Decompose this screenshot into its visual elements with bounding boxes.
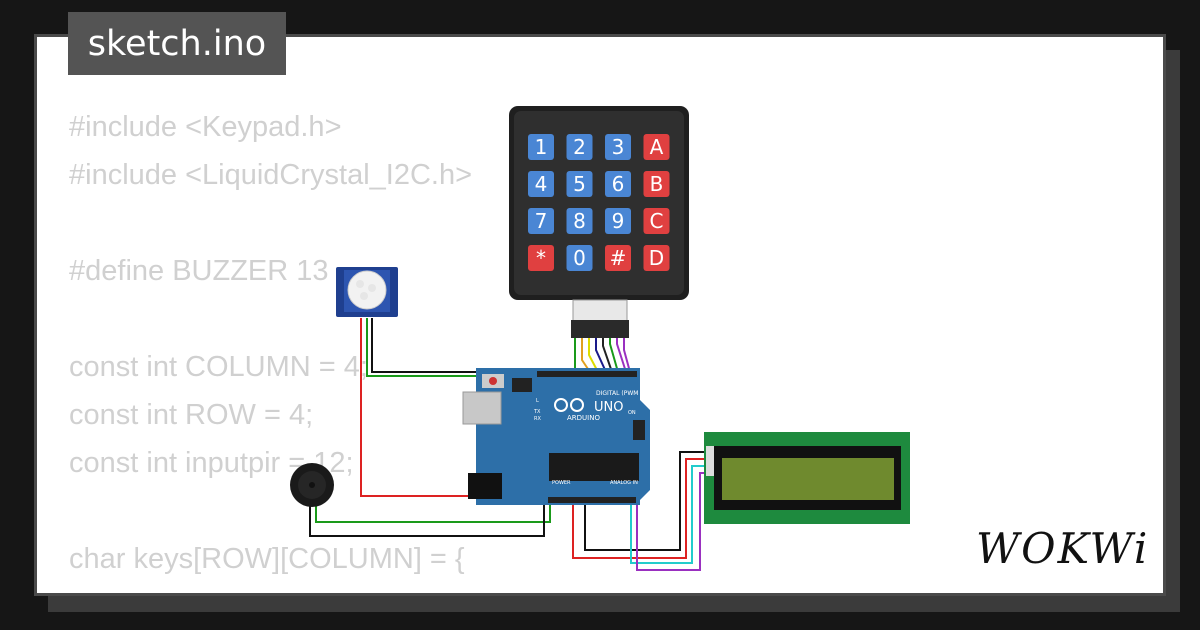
keypad-key-3: 3 <box>605 134 631 160</box>
wire-keypad-5 <box>602 338 613 373</box>
keypad-key-B: B <box>643 171 670 197</box>
wire-keypad-8 <box>623 338 631 373</box>
keypad-key-0: 0 <box>566 245 593 271</box>
svg-text:6: 6 <box>612 172 625 196</box>
svg-text:1: 1 <box>535 135 548 159</box>
sketch-title: sketch.ino <box>68 12 286 75</box>
keypad-key-C: C <box>643 208 670 234</box>
arduino-brand: ARDUINO <box>567 414 600 422</box>
arduino-infinity-icon <box>554 398 584 412</box>
rx-label: RX <box>534 416 541 422</box>
digital-label: DIGITAL (PWM ~) <box>596 390 648 397</box>
keypad-key-4: 4 <box>528 171 554 197</box>
wire-pir-green <box>366 318 492 377</box>
keypad-key-9: 9 <box>605 208 631 234</box>
lcd-display <box>704 432 910 524</box>
svg-text:8: 8 <box>573 209 586 233</box>
arduino-uno: DIGITAL (PWM ~) UNO ARDUINO POWER ANALOG… <box>462 368 650 505</box>
wire-keypad-4 <box>595 338 607 373</box>
keypad-key-A: A <box>643 134 670 160</box>
svg-text:9: 9 <box>612 209 625 233</box>
l-label: L <box>536 398 539 404</box>
svg-text:#: # <box>610 246 627 270</box>
wire-keypad-6 <box>609 338 619 373</box>
keypad-key-#: # <box>605 245 631 271</box>
power-label: POWER <box>552 480 571 486</box>
tx-label: TX <box>533 409 541 415</box>
svg-text:2: 2 <box>573 135 586 159</box>
wire-lcd-vcc <box>572 458 708 559</box>
wire-lcd-sda <box>630 465 708 564</box>
keypad: 1 2 3 A 4 5 6 B 7 8 9 C * 0 # D <box>509 106 689 338</box>
wire-lcd-scl <box>636 472 708 571</box>
svg-text:B: B <box>650 172 664 196</box>
svg-text:7: 7 <box>535 209 548 233</box>
code-background: #include <Keypad.h> #include <LiquidCrys… <box>69 111 473 593</box>
uno-label: UNO <box>594 400 623 415</box>
svg-text:5: 5 <box>573 172 586 196</box>
keypad-key-6: 6 <box>605 171 631 197</box>
pir-sensor <box>336 267 398 317</box>
svg-text:C: C <box>650 209 664 233</box>
wire-keypad-7 <box>616 338 627 373</box>
buzzer <box>290 463 334 507</box>
svg-text:0: 0 <box>573 246 586 270</box>
analog-label: ANALOG IN <box>610 480 638 486</box>
keypad-key-*: * <box>528 245 554 271</box>
svg-text:A: A <box>650 135 664 159</box>
keypad-key-7: 7 <box>528 208 554 234</box>
svg-text:D: D <box>649 246 664 270</box>
wire-pir-black <box>371 318 556 373</box>
svg-text:4: 4 <box>535 172 548 196</box>
wire-lcd-gnd <box>584 451 708 551</box>
wokwi-logo: WOKWi <box>976 524 1150 573</box>
svg-text:*: * <box>536 246 546 270</box>
keypad-key-1: 1 <box>528 134 554 160</box>
keypad-key-5: 5 <box>566 171 593 197</box>
keypad-key-8: 8 <box>566 208 593 234</box>
svg-text:3: 3 <box>612 135 625 159</box>
keypad-key-2: 2 <box>566 134 593 160</box>
wire-keypad-3 <box>588 338 599 373</box>
keypad-key-D: D <box>643 245 670 271</box>
on-label: ON <box>628 410 636 416</box>
